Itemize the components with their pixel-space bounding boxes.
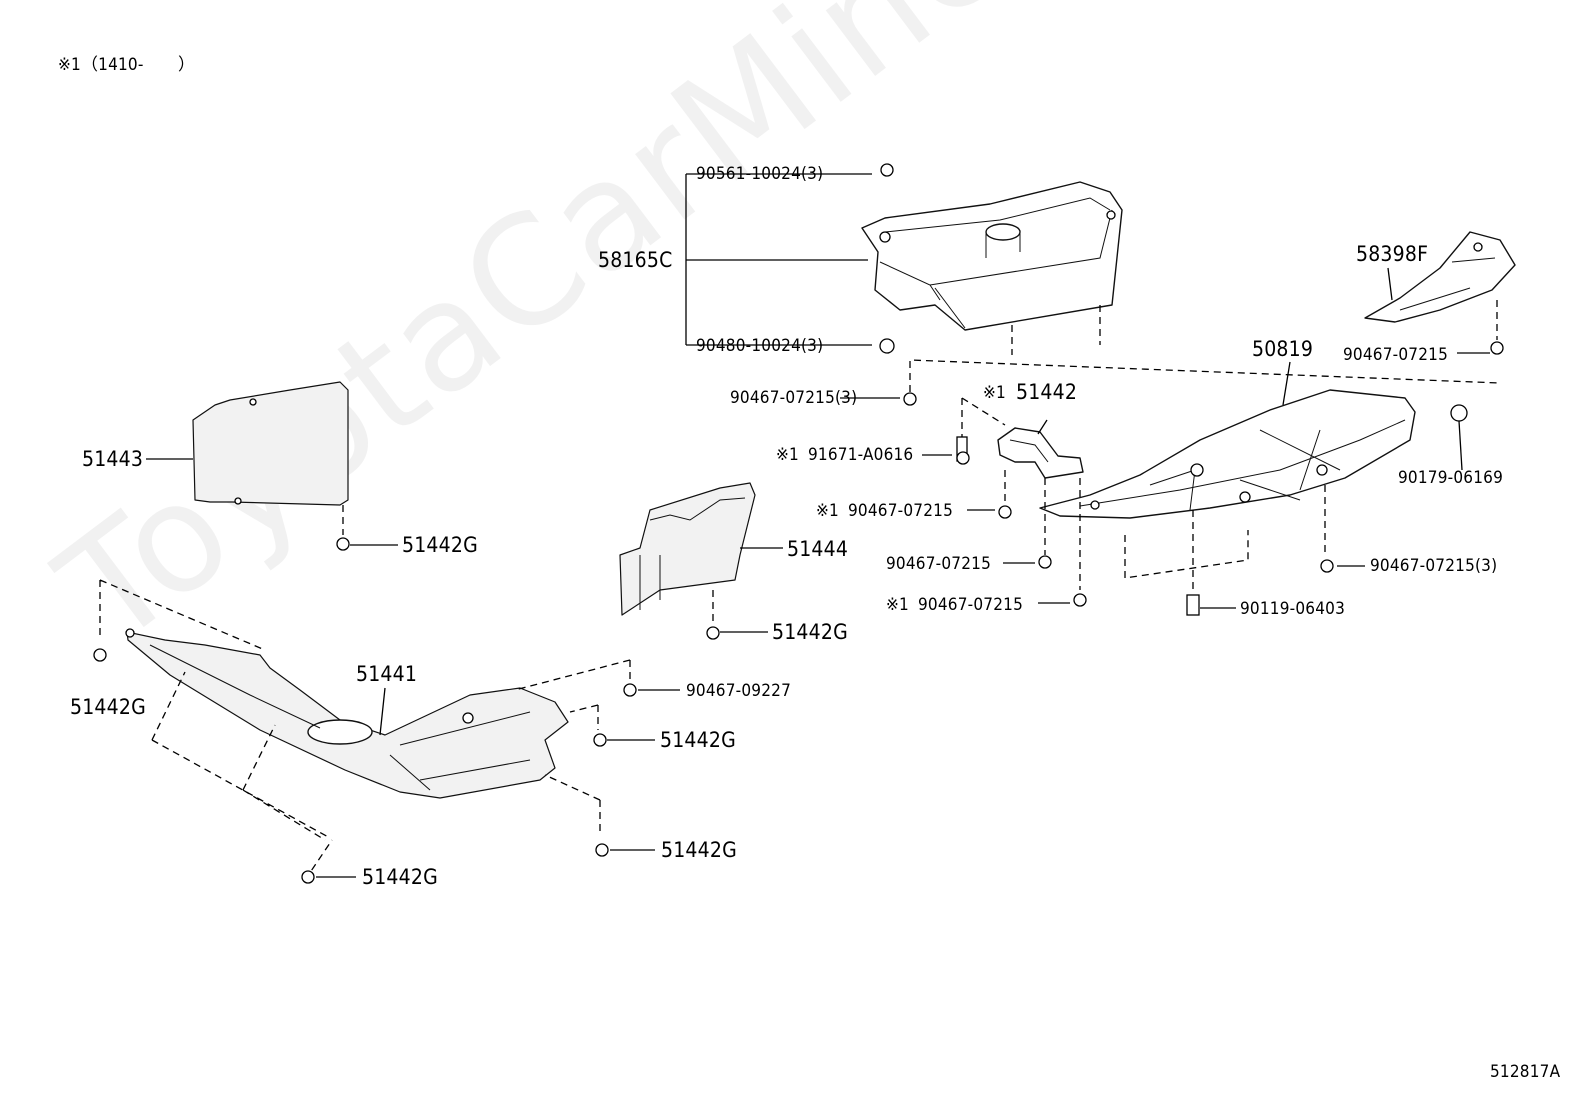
callout-51442g-c[interactable]: 51442G (70, 695, 146, 719)
part-50819-drawing (1039, 389, 1416, 519)
callout-90467-09227[interactable]: 90467-09227 (686, 681, 792, 701)
part-51441-drawing (125, 628, 569, 799)
callout-90467-07215-right[interactable]: 90467-07215 (1343, 345, 1449, 365)
callout-51442g-a[interactable]: 51442G (402, 533, 478, 557)
callout-90467-mid1-mark: ※1 (816, 501, 839, 521)
callout-58165c[interactable]: 58165C (598, 248, 673, 272)
part-51443-drawing (192, 381, 349, 506)
callout-90467-07215-top[interactable]: 90467-07215(3) (730, 388, 858, 408)
callout-91671-mark: ※1 (776, 445, 799, 465)
callout-90467-07215-mid3[interactable]: 90467-07215 (918, 595, 1024, 615)
callout-51444[interactable]: 51444 (787, 537, 849, 561)
applicability-note: ※1（1410- ） (58, 55, 196, 75)
callout-90467-07215-right3[interactable]: 90467-07215(3) (1370, 556, 1498, 576)
callout-51442[interactable]: 51442 (1016, 380, 1078, 404)
callout-50819[interactable]: 50819 (1252, 337, 1314, 361)
callout-90561-10024[interactable]: 90561-10024(3) (696, 164, 824, 184)
callout-58398f[interactable]: 58398F (1356, 242, 1429, 266)
callout-51442g-f[interactable]: 51442G (362, 865, 438, 889)
part-58165c-drawing (861, 181, 1123, 331)
callout-51441[interactable]: 51441 (356, 662, 418, 686)
callout-90179-06169[interactable]: 90179-06169 (1398, 468, 1504, 488)
callout-51443[interactable]: 51443 (82, 447, 144, 471)
callout-91671-a0616[interactable]: 91671-A0616 (808, 445, 914, 465)
callout-51442-mark: ※1 (983, 383, 1006, 403)
part-58398f-drawing (1364, 231, 1516, 323)
callout-90480-10024[interactable]: 90480-10024(3) (696, 336, 824, 356)
part-51442-drawing (997, 427, 1084, 479)
figure-code: 512817A (1490, 1062, 1561, 1082)
callout-51442g-e[interactable]: 51442G (661, 838, 737, 862)
callout-51442g-d[interactable]: 51442G (660, 728, 736, 752)
part-51444-drawing (619, 482, 756, 616)
callout-90467-mid3-mark: ※1 (886, 595, 909, 615)
callout-90467-07215-mid1[interactable]: 90467-07215 (848, 501, 954, 521)
callout-90467-07215-mid2[interactable]: 90467-07215 (886, 554, 992, 574)
callout-90119-06403[interactable]: 90119-06403 (1240, 599, 1346, 619)
callout-51442g-b[interactable]: 51442G (772, 620, 848, 644)
